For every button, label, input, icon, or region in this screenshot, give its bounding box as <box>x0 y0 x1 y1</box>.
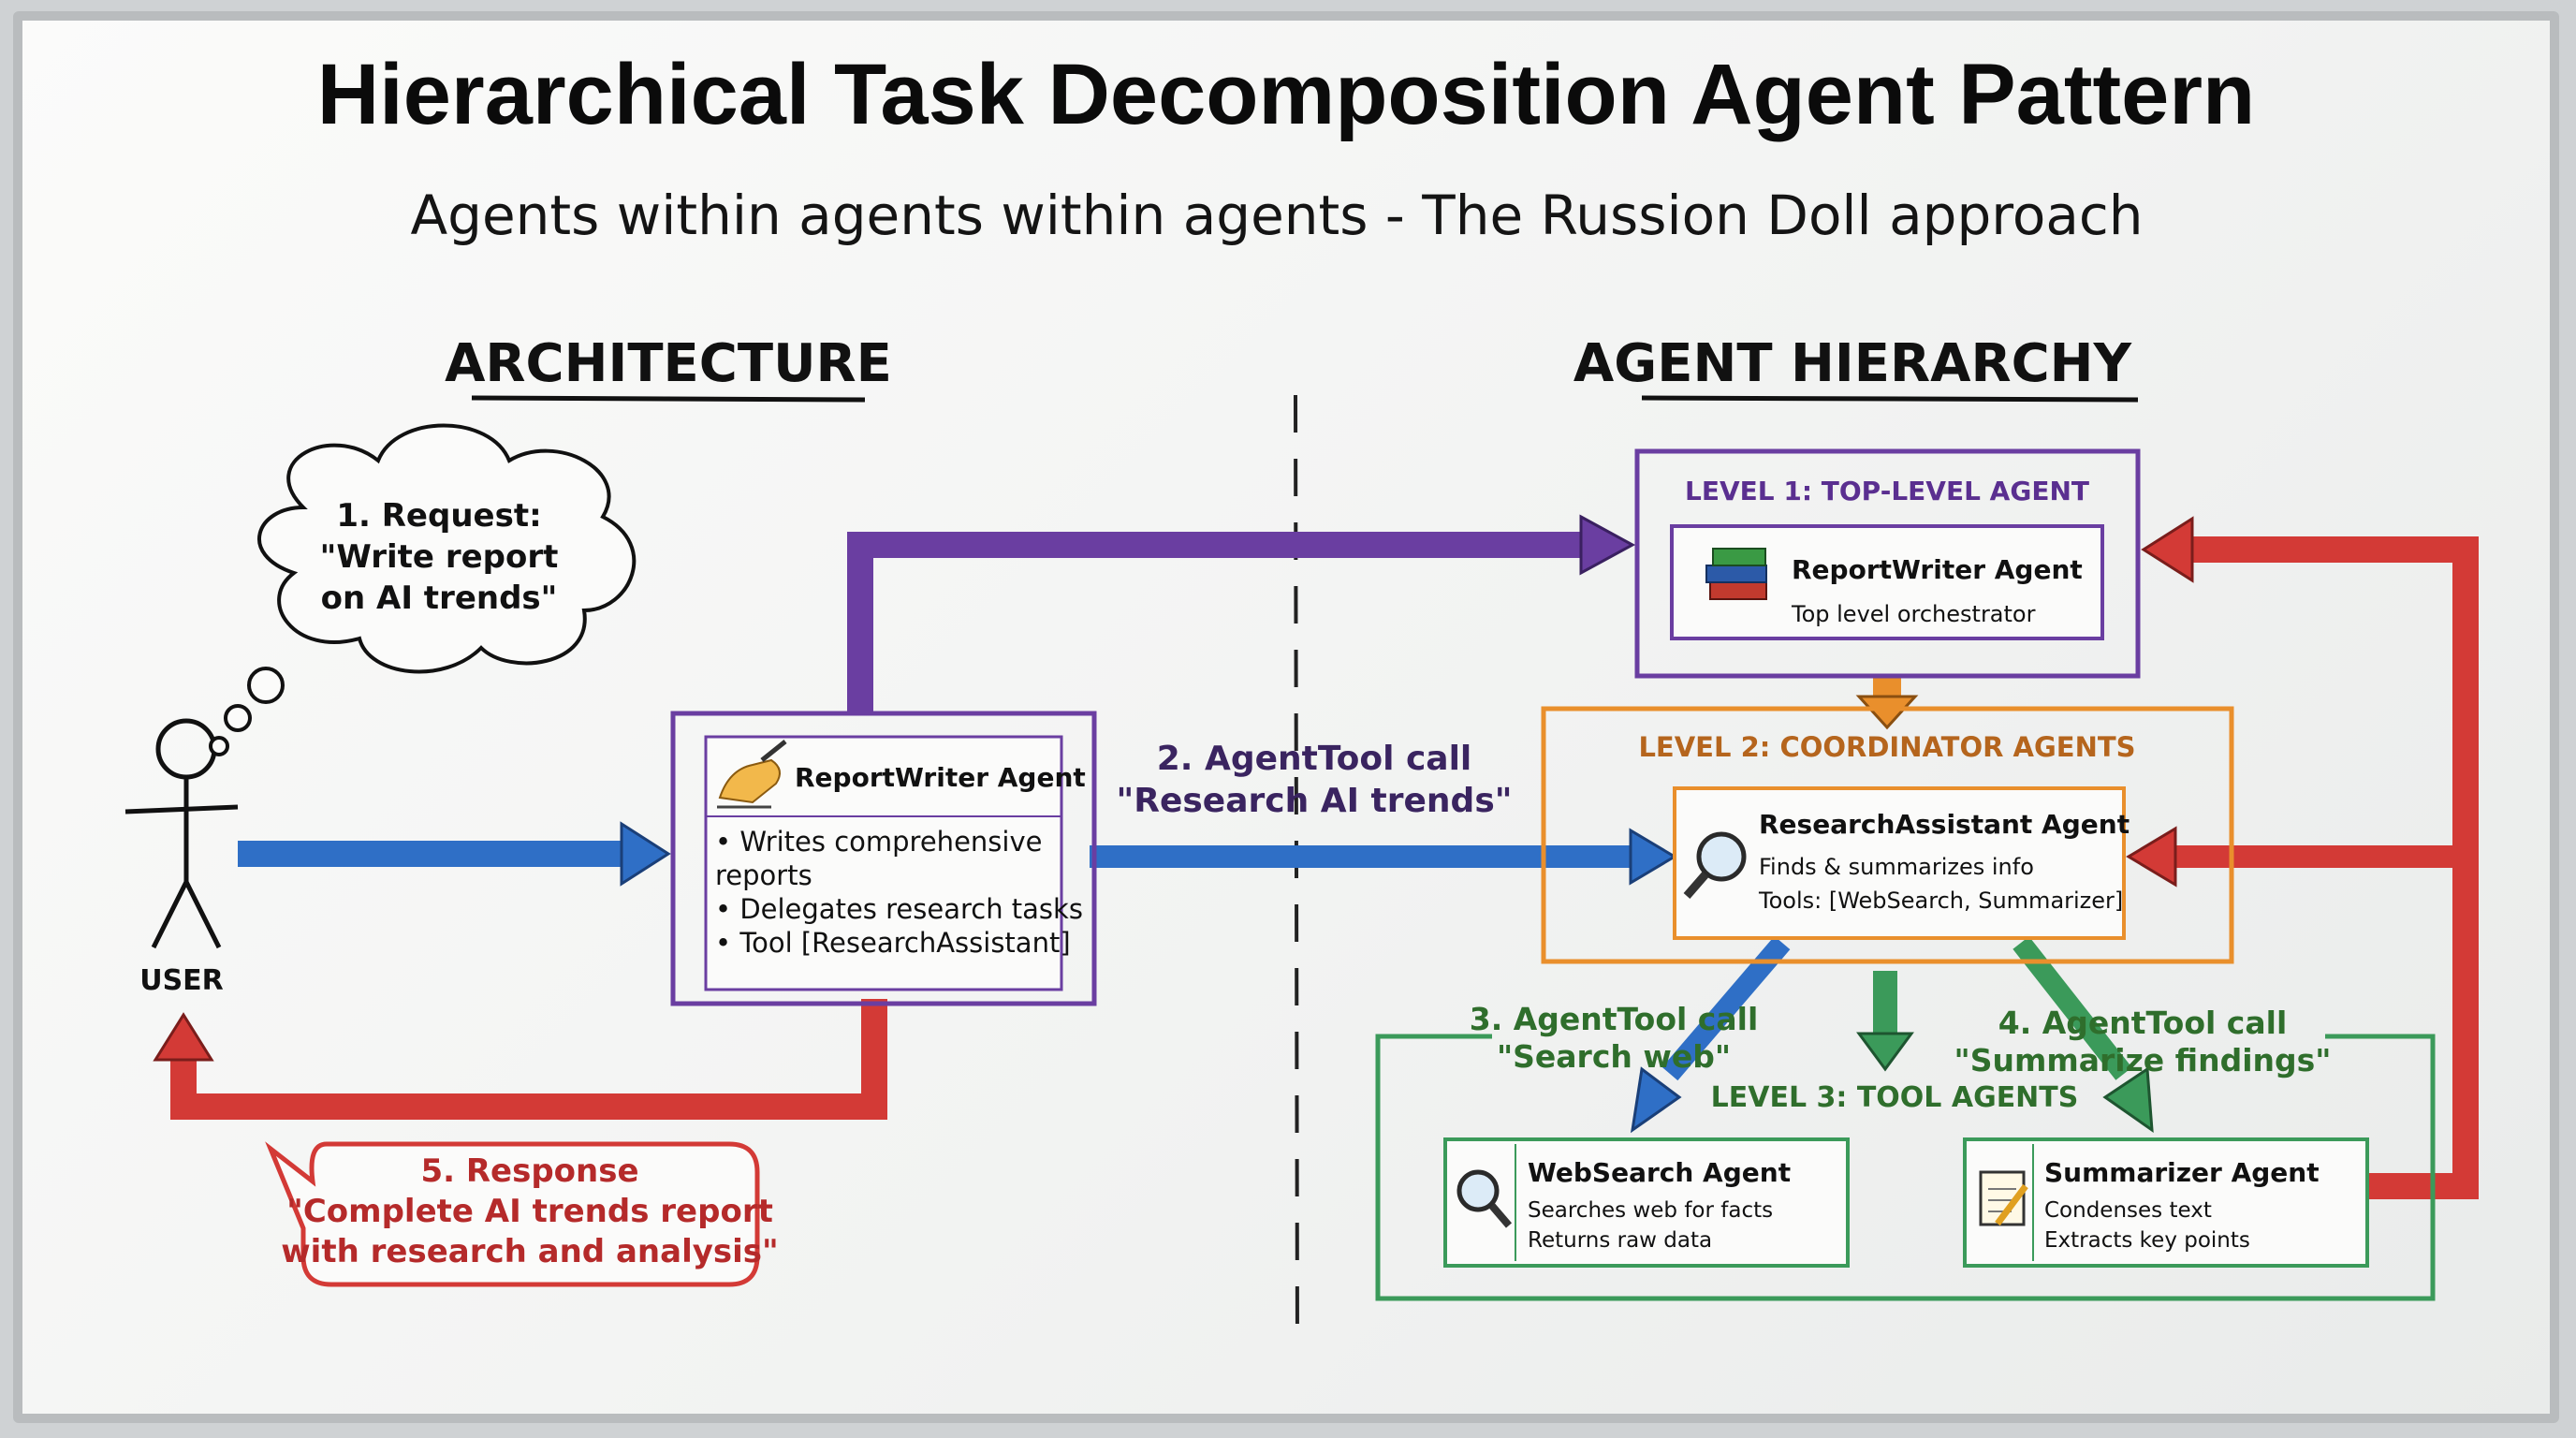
writing-hand-icon <box>717 740 787 809</box>
level1-label: LEVEL 1: TOP-LEVEL AGENT <box>1685 476 2089 506</box>
websearch-agent-desc1: Searches web for facts <box>1528 1198 1773 1223</box>
websearch-agent-name: WebSearch Agent <box>1528 1157 1791 1188</box>
websearch-agent-desc2: Returns raw data <box>1528 1228 1712 1253</box>
call2-line-1: 2. AgentTool call <box>1157 740 1472 778</box>
green-arrow-to-summarizer <box>2012 936 2132 1080</box>
summarizer-agent-card <box>1963 1137 2369 1268</box>
red-arrowhead-user <box>153 1012 214 1062</box>
level1-agent-name: ReportWriter Agent <box>1792 554 2083 585</box>
level2-label: LEVEL 2: COORDINATOR AGENTS <box>1638 731 2135 763</box>
summarizer-agent-name: Summarizer Agent <box>2044 1157 2320 1188</box>
call3-line-2: "Search web" <box>1497 1038 1731 1075</box>
level2-agent-name: ResearchAssistant Agent <box>1759 809 2130 840</box>
summarizer-agent-desc2: Extracts key points <box>2044 1228 2250 1253</box>
section-hierarchy: AGENT HIERARCHY <box>1573 333 2133 394</box>
red-arrowhead-level1 <box>2141 516 2194 583</box>
page-title: Hierarchical Task Decomposition Agent Pa… <box>317 47 2256 142</box>
whiteboard: Hierarchical Task Decomposition Agent Pa… <box>13 11 2559 1423</box>
arch-bullet-1: • Writes comprehensive <box>715 826 1042 858</box>
websearch-magnifier-icon <box>1456 1169 1513 1228</box>
websearch-agent-card <box>1443 1137 1850 1268</box>
blue-arrow-to-websearch <box>1661 935 1791 1081</box>
level3-frame <box>1375 1034 2436 1301</box>
blue-arrowhead-2 <box>1629 828 1677 886</box>
arch-bullet-2: reports <box>715 859 812 891</box>
request-line-3: on AI trends" <box>321 580 558 617</box>
level1-agent-desc: Top level orchestrator <box>1791 601 2036 627</box>
page-subtitle: Agents within agents within agents - The… <box>410 183 2143 247</box>
diagram-canvas: Hierarchical Task Decomposition Agent Pa… <box>124 47 2479 1351</box>
red-arrowhead-level2 <box>2126 826 2177 888</box>
response-line-1: 5. Response <box>420 1152 638 1190</box>
magnifier-icon <box>1683 831 1747 899</box>
green-arrowhead-center <box>1856 1032 1914 1072</box>
user-stick-figure <box>124 718 239 949</box>
request-line-2: "Write report <box>320 538 559 576</box>
section-architecture: ARCHITECTURE <box>445 333 892 394</box>
response-speech-bubble <box>265 1141 760 1287</box>
request-thought-bubble <box>209 423 637 756</box>
books-icon <box>1705 548 1767 600</box>
arch-reportwriter-box <box>670 711 1097 1006</box>
orange-arrowhead <box>1855 695 1919 730</box>
response-line-2: "Complete AI trends report <box>286 1193 773 1230</box>
arch-bullet-4: • Tool [ResearchAssistant] <box>715 927 1071 959</box>
red-arrow-response <box>170 999 887 1120</box>
arch-agent-title: ReportWriter Agent <box>795 762 1086 793</box>
green-arrowhead-summarizer <box>2102 1066 2154 1134</box>
notepad-pencil-icon <box>1979 1170 2028 1226</box>
request-line-1: 1. Request: <box>336 497 541 535</box>
arch-bullet-3: • Delegates research tasks <box>715 893 1083 925</box>
response-line-3: with research and analysis" <box>281 1233 778 1270</box>
architecture-underline <box>471 395 866 403</box>
level1-frame <box>1634 448 2141 679</box>
summarizer-agent-desc1: Condenses text <box>2044 1198 2212 1223</box>
call2-line-2: "Research AI trends" <box>1116 782 1512 820</box>
call4-line-1: 4. AgentTool call <box>1998 1005 2288 1041</box>
level2-agent-desc1: Finds & summarizes info <box>1759 854 2034 880</box>
blue-arrowhead-websearch <box>1630 1066 1682 1134</box>
level2-agent-desc2: Tools: [WebSearch, Summarizer] <box>1758 888 2123 914</box>
user-label: USER <box>139 964 224 997</box>
call4-line-2: "Summarize findings" <box>1954 1042 2332 1078</box>
purple-arrowhead <box>1579 514 1636 576</box>
call3-line-1: 3. AgentTool call <box>1470 1001 1759 1037</box>
level2-frame <box>1541 706 2234 964</box>
blue-arrowhead-1 <box>620 821 671 887</box>
level3-label: LEVEL 3: TOOL AGENTS <box>1711 1081 2079 1114</box>
purple-arrow-to-level1 <box>847 532 1595 713</box>
hierarchy-underline <box>1641 395 2139 403</box>
level2-agent-card <box>1673 786 2126 940</box>
